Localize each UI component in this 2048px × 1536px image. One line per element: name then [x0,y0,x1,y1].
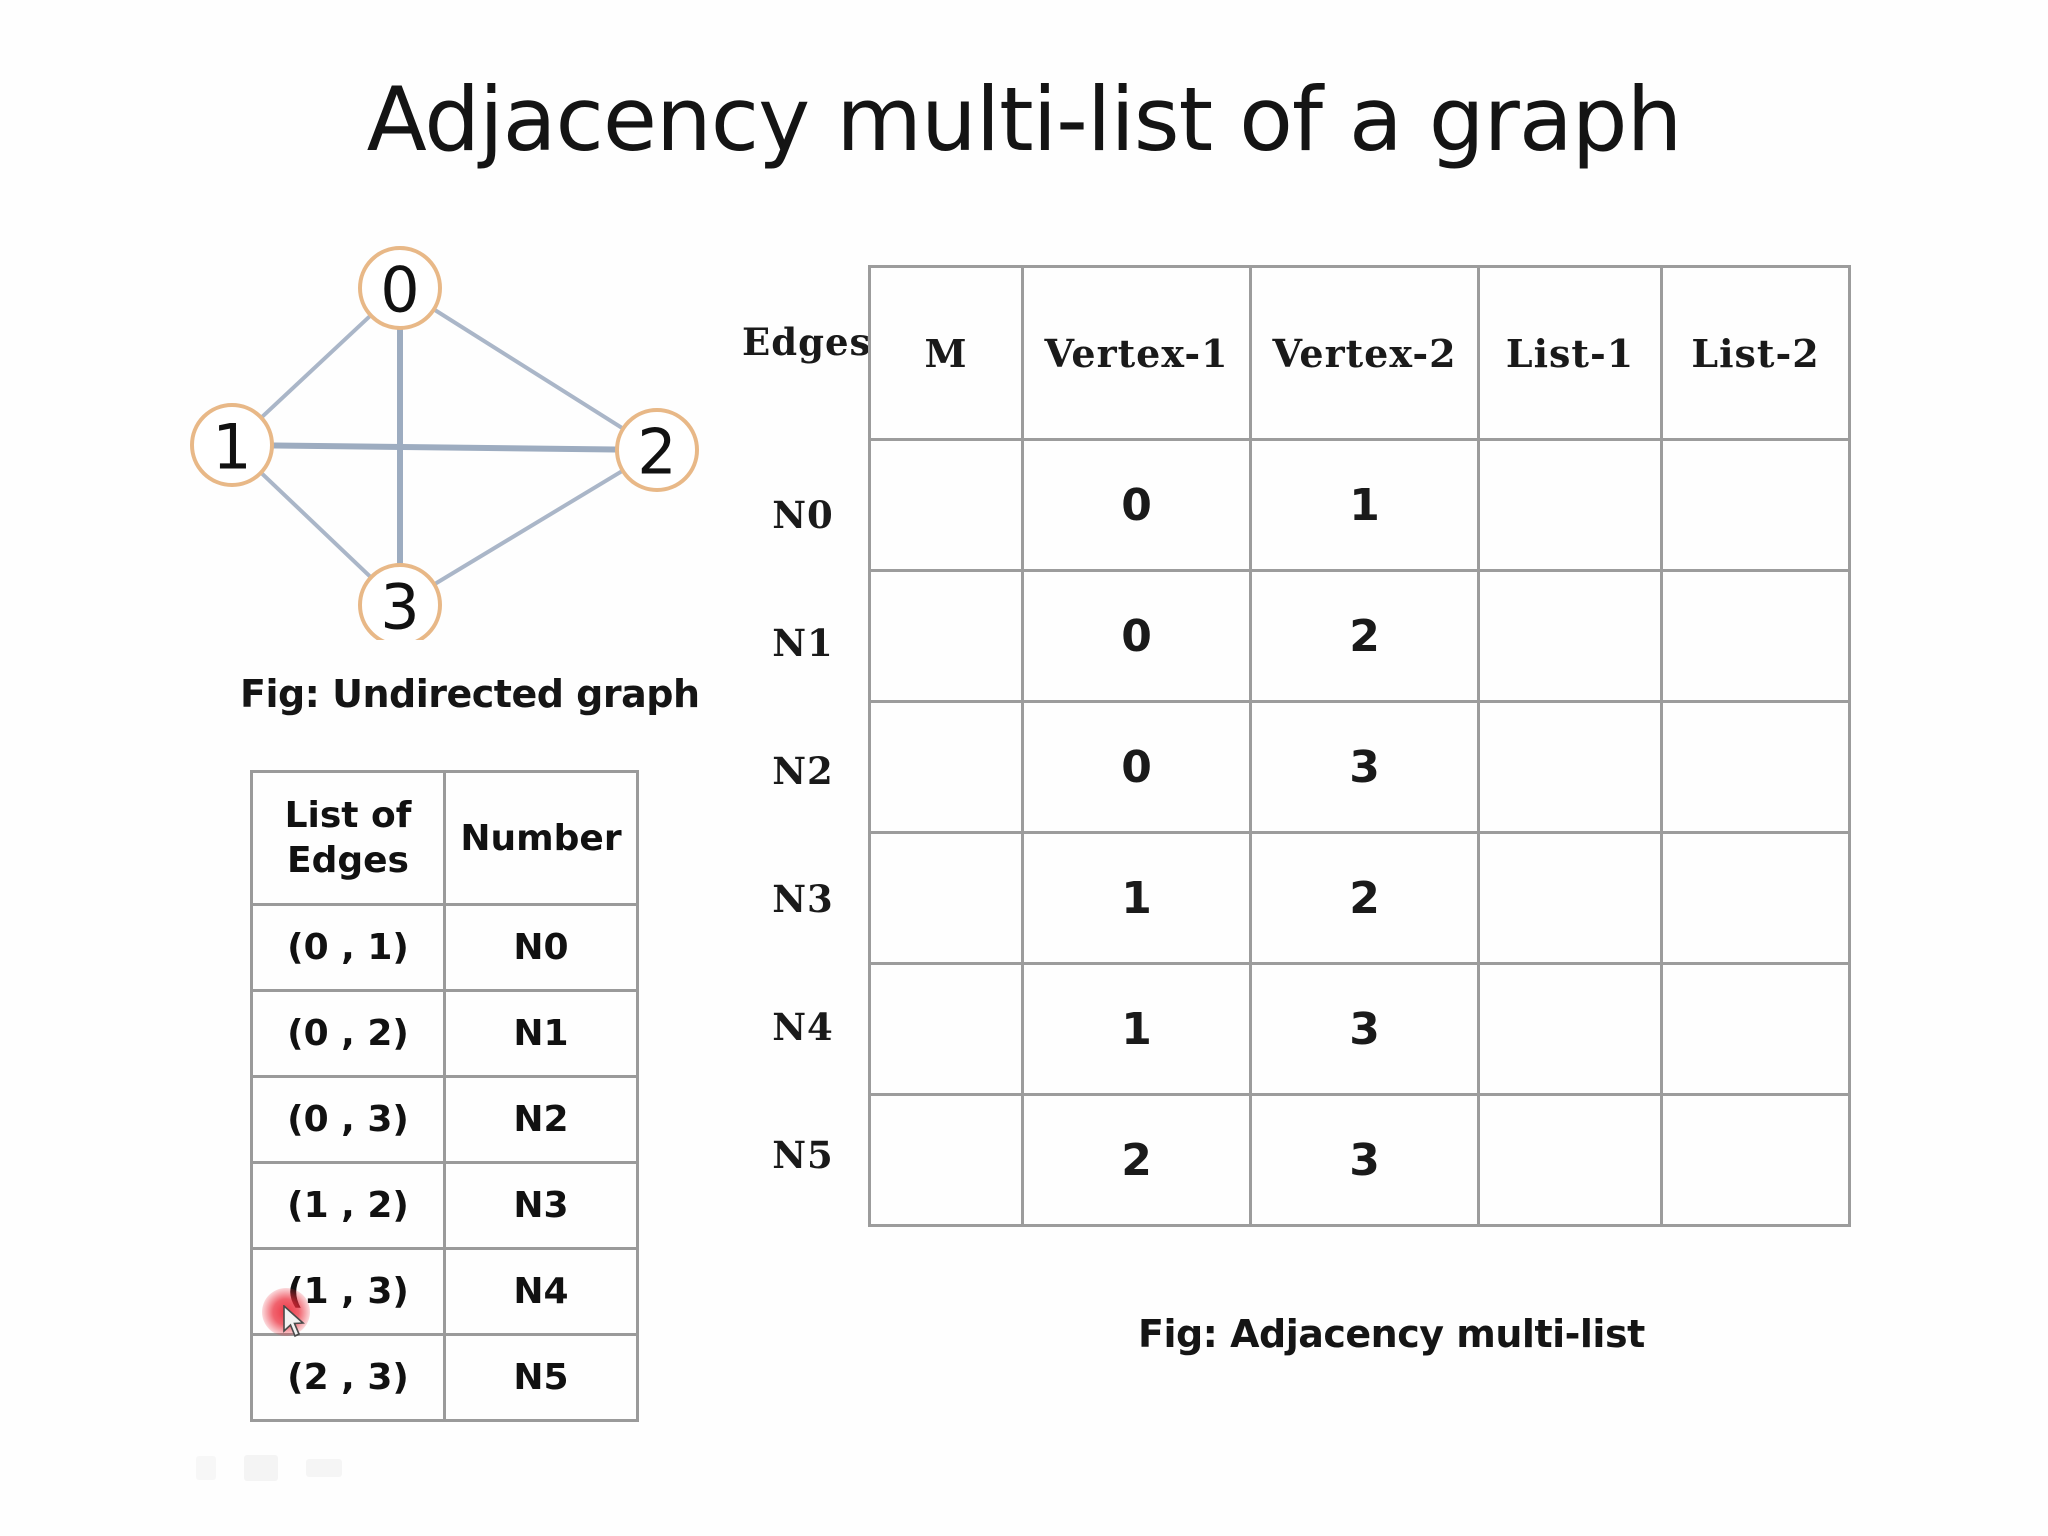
multilist-cell-list-1 [1477,831,1663,965]
edge-list-cell-edge: (1 , 2) [250,1161,446,1250]
table-row: (1 , 3) N4 [250,1247,639,1336]
edge-list-cell-edge: (2 , 3) [250,1333,446,1422]
multilist-header-vertex-1: Vertex-1 [1021,265,1252,441]
graph-node-1-circle [190,403,274,487]
artifact-glyph-3 [306,1459,342,1477]
edge-list-cell-number: N5 [443,1333,639,1422]
faint-toolbar-artifacts [196,1448,396,1488]
multilist-header-list-2: List-2 [1660,265,1851,441]
graph-node-2-circle [615,408,699,492]
multilist-row-label-n1: N1 [772,621,834,665]
table-row: (0 , 3) N2 [250,1075,639,1164]
table-row: (0 , 2) N1 [250,989,639,1078]
multilist-row-label-column: Edges N0 N1 N2 N3 N4 N5 [742,265,872,1345]
undirected-graph-caption: Fig: Undirected graph [240,672,700,716]
graph-node-3-label: 3 [380,571,419,641]
edge-list-cell-edge: (1 , 3) [250,1247,446,1336]
multilist-cell-list-2 [1660,700,1851,834]
table-row: (0 , 1) N0 [250,903,639,992]
edge-list-header-edges: List of Edges [250,770,446,906]
multilist-cell-list-1 [1477,438,1663,572]
multilist-cell-vertex-2: 2 [1249,831,1480,965]
undirected-graph-figure: 0 1 2 3 [160,220,720,640]
multilist-header-list-1: List-1 [1477,265,1663,441]
edge-list-cell-edge: (0 , 2) [250,989,446,1078]
multilist-cell-m [868,831,1024,965]
table-row: (2 , 3) N5 [250,1333,639,1422]
artifact-glyph-2 [244,1455,278,1481]
multilist-cell-list-2 [1660,831,1851,965]
multilist-cell-list-2 [1660,962,1851,1096]
page-title: Adjacency multi-list of a graph [366,68,1683,171]
multilist-header-vertex-2: Vertex-2 [1249,265,1480,441]
graph-edge-0-2 [398,286,659,452]
multilist-header-m: M [868,265,1024,441]
multilist-cell-vertex-2: 3 [1249,962,1480,1096]
multilist-row-label-n0: N0 [772,493,834,537]
edge-list-cell-number: N2 [443,1075,639,1164]
graph-node-0-label: 0 [380,254,419,327]
multilist-cell-list-2 [1660,1093,1851,1227]
multilist-cell-vertex-2: 1 [1249,438,1480,572]
multilist-cell-vertex-1: 0 [1021,569,1252,703]
multilist-row-label-n2: N2 [772,749,834,793]
edge-list-table: List of Edges Number (0 , 1) N0 (0 , 2) … [250,770,639,1422]
multilist-cell-m [868,569,1024,703]
edge-list-cell-edge: (0 , 1) [250,903,446,992]
multilist-cell-list-2 [1660,569,1851,703]
mouse-cursor-icon [283,1305,305,1338]
multilist-cell-list-1 [1477,1093,1663,1227]
multilist-cell-m [868,962,1024,1096]
multilist-cell-list-1 [1477,700,1663,834]
multilist-cell-vertex-1: 0 [1021,438,1252,572]
multilist-cell-m [868,1093,1024,1227]
multilist-row-label-n3: N3 [772,877,834,921]
table-row: 0 3 [868,700,1851,834]
multilist-cell-vertex-1: 1 [1021,831,1252,965]
graph-node-0-circle [358,246,442,330]
multilist-cell-vertex-2: 3 [1249,1093,1480,1227]
multilist-header-row: M Vertex-1 Vertex-2 List-1 List-2 [868,265,1851,441]
graph-node-1-label: 1 [212,411,251,484]
artifact-glyph-1 [196,1456,216,1480]
multilist-row-label-n4: N4 [772,1005,834,1049]
multilist-cell-m [868,700,1024,834]
multilist-cell-vertex-1: 1 [1021,962,1252,1096]
multilist-cell-vertex-2: 2 [1249,569,1480,703]
table-row: 1 2 [868,831,1851,965]
multilist-cell-vertex-2: 3 [1249,700,1480,834]
table-row: 0 1 [868,438,1851,572]
multilist-row-label-n5: N5 [772,1133,834,1177]
table-row: 2 3 [868,1093,1851,1227]
multilist-cell-vertex-1: 2 [1021,1093,1252,1227]
adjacency-multilist-table: M Vertex-1 Vertex-2 List-1 List-2 0 1 [868,265,1851,1227]
multilist-cell-m [868,438,1024,572]
table-row: (1 , 2) N3 [250,1161,639,1250]
graph-node-3-circle [358,563,442,640]
edge-list-cell-edge: (0 , 3) [250,1075,446,1164]
edge-list-cell-number: N3 [443,1161,639,1250]
graph-diagram-svg: 0 1 2 3 [190,246,699,641]
graph-node-2-label: 2 [637,416,676,489]
graph-edge-2-3 [398,448,659,607]
multilist-cell-vertex-1: 0 [1021,700,1252,834]
table-row: 1 3 [868,962,1851,1096]
multilist-side-header-edges: Edges [742,320,872,364]
graph-edge-1-2 [231,442,658,453]
adjacency-multilist-figure: Edges N0 N1 N2 N3 N4 N5 M Vertex-1 Verte… [742,265,1862,1345]
multilist-cell-list-1 [1477,962,1663,1096]
multilist-cell-list-1 [1477,569,1663,703]
table-row: 0 2 [868,569,1851,703]
edge-list-cell-number: N0 [443,903,639,992]
edge-list-cell-number: N4 [443,1247,639,1336]
edge-list-header-number: Number [443,770,639,906]
edge-list-header-row: List of Edges Number [250,770,639,906]
edge-list-cell-number: N1 [443,989,639,1078]
multilist-cell-list-2 [1660,438,1851,572]
adjacency-multilist-caption: Fig: Adjacency multi-list [1138,1312,1645,1356]
